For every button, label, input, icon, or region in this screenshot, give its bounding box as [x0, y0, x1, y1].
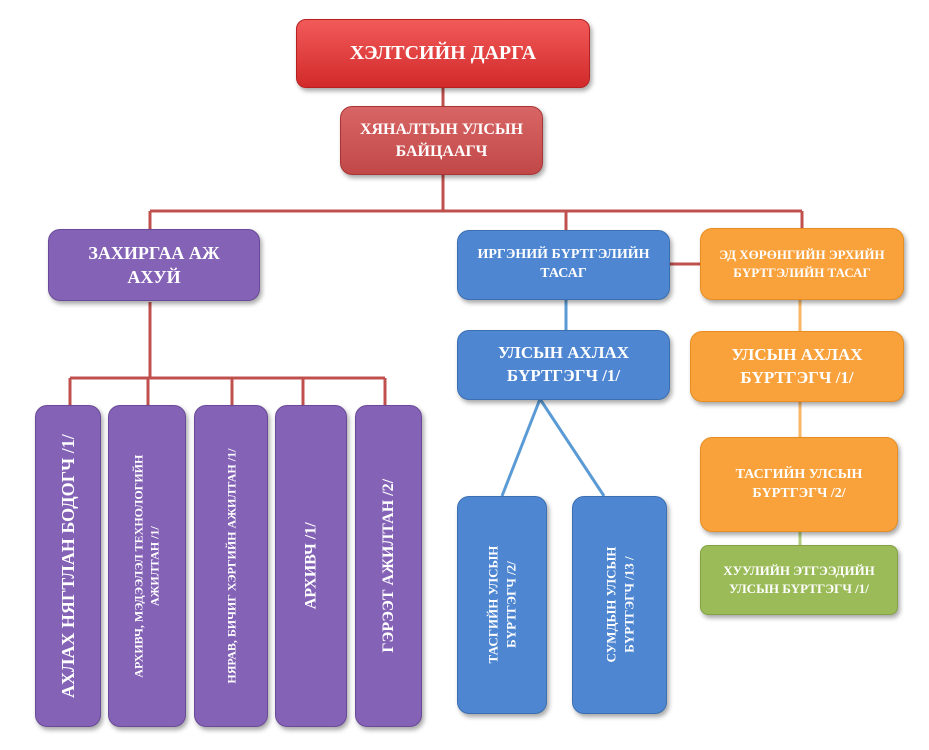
chairman-label: ХЭЛТСИЙН ДАРГА [349, 42, 537, 64]
property-registrar-box: ТАСГИЙН УЛСЫН БҮРТГЭГЧ /2/ [700, 437, 898, 532]
property-senior-registrar-label: УЛСЫН АХЛАХ БҮРТГЭГЧ /1/ [731, 344, 863, 387]
property-senior-registrar-box: УЛСЫН АХЛАХ БҮРТГЭГЧ /1/ [690, 331, 904, 402]
archivist-it-line-1: АРХИВЧ, МЭДЭЭЛЭЛ ТЕХНОЛОГИЙН [131, 454, 146, 678]
chief-accountant-box: АХЛАХ НЯГТЛАН БОДОГЧ /1/ [35, 405, 101, 727]
civil-senior-registrar-box: УЛСЫН АХЛАХ БҮРТГЭГЧ /1/ [457, 330, 670, 400]
soum-registrar-line-1: СУМДЫН УЛСЫН [602, 547, 618, 663]
civil-senior-registrar-label: УЛСЫН АХЛАХ БҮРТГЭГЧ /1/ [497, 343, 630, 385]
line-senior-right [538, 398, 606, 497]
civil-dept-registrar-line-1: ТАСГИЙН УЛСЫН [485, 546, 501, 664]
civil-dept-registrar-line-2: БҮРТГЭГЧ /2/ [503, 561, 519, 649]
contract-staff-label: ГЭРЭЭТ АЖИЛТАН /2/ [379, 479, 397, 653]
cashier-label: НЯРАВ, БИЧИГ ХЭРГИЙН АЖИЛТАН /1/ [223, 448, 238, 684]
line-senior-left [500, 398, 542, 497]
admin-label: ЗАХИРГАА АЖ АХУЙ [88, 242, 220, 287]
cashier-box: НЯРАВ, БИЧИГ ХЭРГИЙН АЖИЛТАН /1/ [194, 405, 268, 727]
chairman-box: ХЭЛТСИЙН ДАРГА [296, 19, 590, 88]
soum-registrar-box: СУМДЫН УЛСЫН БҮРТГЭГЧ /13 / [572, 496, 667, 714]
civil-dept-registrar-label: ТАСГИЙН УЛСЫН БҮРТГЭГЧ /2/ [484, 546, 519, 664]
civil-dept-label: ИРГЭНИЙ БҮРТГЭЛИЙН ТАСАГ [477, 247, 650, 281]
archivist-it-box: АРХИВЧ, МЭДЭЭЛЭЛ ТЕХНОЛОГИЙН АЖИЛТАН /1/ [108, 405, 186, 727]
property-registrar-label: ТАСГИЙН УЛСЫН БҮРТГЭГЧ /2/ [735, 466, 863, 501]
legal-entity-registrar-label: ХУУЛИЙН ЭТГЭЭДИЙН УЛСЫН БҮРТГЭГЧ /1/ [723, 563, 875, 596]
archivist-it-label: АРХИВЧ, МЭДЭЭЛЭЛ ТЕХНОЛОГИЙН АЖИЛТАН /1/ [131, 454, 163, 677]
chief-accountant-label: АХЛАХ НЯГТЛАН БОДОГЧ /1/ [57, 434, 78, 698]
property-dept-box: ЭД ХӨРӨНГИЙН ЭРХИЙН БҮРТГЭЛИЙН ТАСАГ [700, 228, 904, 300]
admin-box: ЗАХИРГАА АЖ АХУЙ [48, 229, 260, 301]
property-dept-label: ЭД ХӨРӨНГИЙН ЭРХИЙН БҮРТГЭЛИЙН ТАСАГ [719, 247, 885, 280]
civil-dept-registrar-box: ТАСГИЙН УЛСЫН БҮРТГЭГЧ /2/ [457, 496, 547, 714]
soum-registrar-label: СУМДЫН УЛСЫН БҮРТГЭГЧ /13 / [602, 547, 637, 663]
archivist-label: АРХИВЧ /1/ [302, 522, 320, 610]
legal-entity-registrar-box: ХУУЛИЙН ЭТГЭЭДИЙН УЛСЫН БҮРТГЭГЧ /1/ [700, 545, 898, 615]
inspector-box: ХЯНАЛТЫН УЛСЫН БАЙЦААГЧ [340, 106, 543, 175]
archivist-box: АРХИВЧ /1/ [275, 405, 347, 727]
civil-dept-box: ИРГЭНИЙ БҮРТГЭЛИЙН ТАСАГ [457, 230, 670, 300]
contract-staff-box: ГЭРЭЭТ АЖИЛТАН /2/ [355, 405, 422, 727]
soum-registrar-line-2: БҮРТГЭГЧ /13 / [620, 556, 636, 654]
archivist-it-line-2: АЖИЛТАН /1/ [148, 526, 162, 606]
inspector-label: ХЯНАЛТЫН УЛСЫН БАЙЦААГЧ [359, 120, 524, 160]
